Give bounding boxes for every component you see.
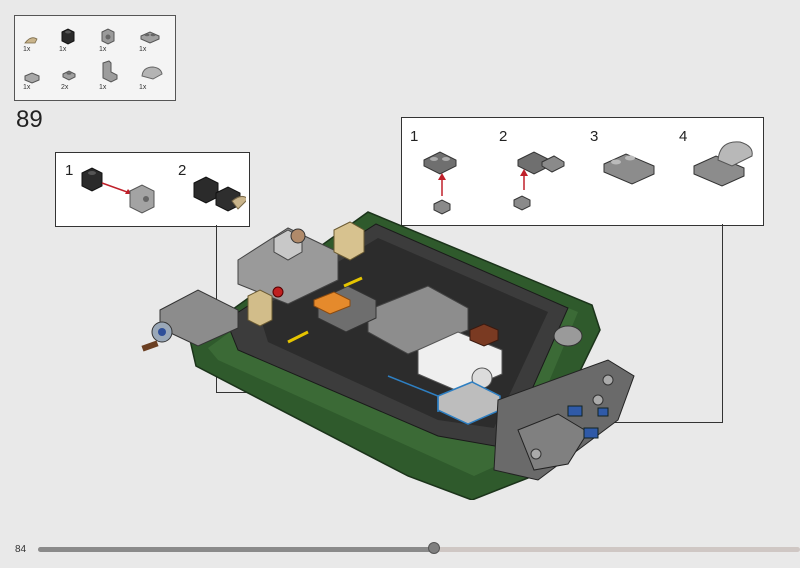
model-illustration — [141, 211, 635, 500]
gray-bracket-icon — [102, 60, 118, 83]
tan-clip-icon — [24, 37, 38, 44]
part-item: 1x — [139, 64, 169, 91]
part-quantity: 1x — [23, 46, 31, 53]
sub-step-number: 4 — [679, 128, 688, 145]
part-quantity: 1x — [139, 84, 147, 91]
part-quantity: 1x — [99, 46, 107, 53]
gray-curved-tile-icon — [141, 66, 163, 80]
part-quantity: 2x — [61, 84, 69, 91]
part-item: 2x — [61, 68, 91, 91]
step-number: 89 — [16, 106, 43, 133]
part-quantity: 1x — [139, 46, 147, 53]
sub-step-number: 1 — [65, 162, 74, 179]
part-item: 1x — [99, 60, 129, 91]
part-item: 1x — [23, 34, 53, 53]
sub-step-number: 1 — [410, 128, 419, 145]
gray-plate-1x2-icon — [140, 31, 160, 44]
callout-pointer-line — [722, 224, 723, 423]
sub-step-illustration — [423, 141, 753, 215]
part-quantity: 1x — [23, 84, 31, 91]
part-item: 1x — [139, 28, 169, 53]
gray-tile-round-icon — [24, 72, 40, 84]
progress-knob[interactable] — [428, 542, 440, 554]
part-quantity: 1x — [59, 46, 67, 53]
gray-brick-modified-icon — [101, 28, 115, 45]
sub-step-callout-right: 1 2 3 4 — [401, 117, 764, 226]
sub-step-number: 3 — [590, 128, 599, 145]
sub-step-callout-left: 1 2 — [55, 152, 250, 227]
progress-fill — [38, 547, 434, 552]
black-brick-1x1-icon — [61, 28, 75, 45]
sub-step-illustration — [81, 167, 246, 214]
sub-step-number: 2 — [499, 128, 508, 145]
part-item: 1x — [23, 70, 53, 91]
part-item: 1x — [99, 26, 129, 53]
page-number: 84 — [15, 544, 27, 555]
part-item: 1x — [59, 26, 89, 53]
sub-step-number: 2 — [178, 162, 187, 179]
gray-plate-1x1-icon — [62, 70, 76, 81]
parts-list-panel: 1x 1x 1x 1x 1x 2x — [14, 15, 176, 101]
part-quantity: 1x — [99, 84, 107, 91]
